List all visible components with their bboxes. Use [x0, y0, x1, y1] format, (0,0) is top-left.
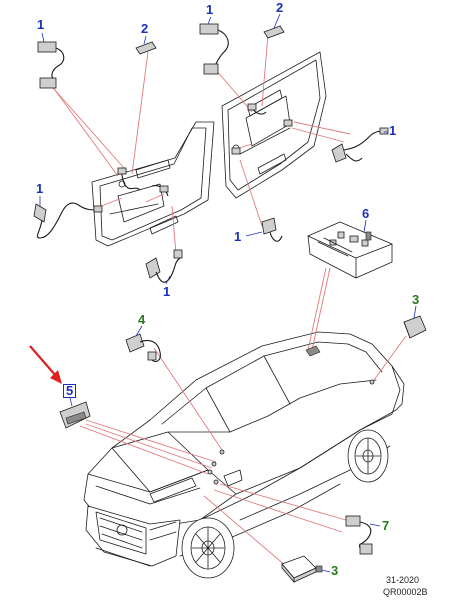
- part-sensor-tl: [37, 41, 57, 53]
- callout-1: 1: [234, 229, 242, 244]
- right-door-panel: [221, 51, 327, 199]
- year-code: 31-2020: [386, 575, 420, 585]
- callout-3: 3: [412, 292, 420, 307]
- callout-5: 5: [63, 384, 77, 398]
- callout-4: 4: [138, 312, 146, 327]
- leader-lines: [45, 33, 407, 567]
- callout-1: 1: [389, 123, 397, 138]
- roof-module: [307, 221, 393, 279]
- figure-code: QR00002B: [383, 587, 428, 597]
- callout-2: 2: [141, 21, 149, 36]
- callout-3: 3: [331, 563, 339, 578]
- callout-1: 1: [163, 284, 171, 299]
- callout-leaders: [39, 13, 417, 573]
- callout-7: 7: [382, 518, 390, 533]
- callout-2: 2: [276, 0, 284, 15]
- callout-1: 1: [37, 17, 45, 32]
- callout-6: 6: [362, 206, 370, 221]
- vehicle-body: [83, 331, 405, 579]
- left-door-panel: [91, 121, 215, 247]
- highlight-arrow: [29, 345, 62, 384]
- part-rear-sensor: [403, 315, 427, 339]
- parts: [33, 23, 427, 584]
- callout-1: 1: [36, 181, 44, 196]
- callout-1: 1: [206, 2, 214, 17]
